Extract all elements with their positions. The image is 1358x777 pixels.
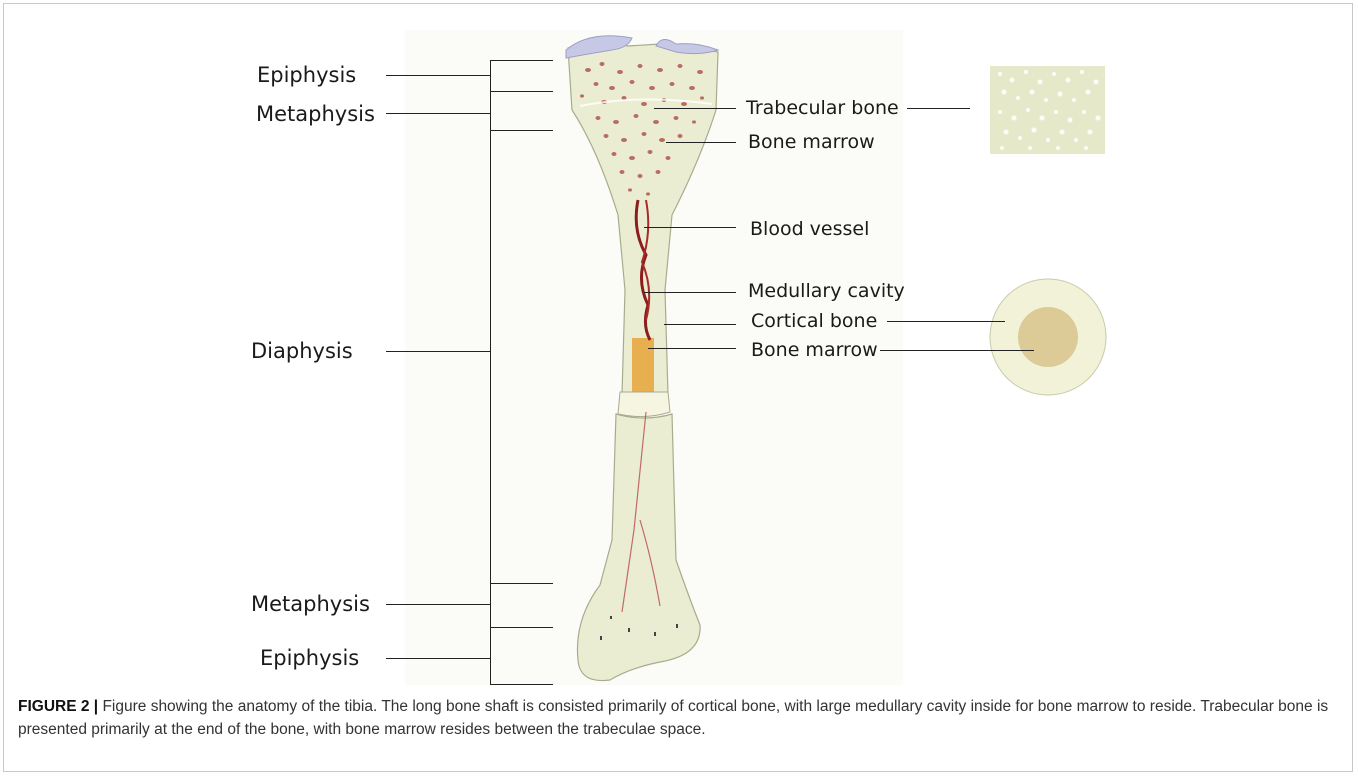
trabecular-texture-sample (990, 66, 1105, 154)
figure-caption: FIGURE 2 | Figure showing the anatomy of… (18, 695, 1336, 741)
label-epiphysis-top: Epiphysis (257, 65, 356, 86)
label-blood-vessel: Blood vessel (750, 220, 869, 239)
label-epiphysis-bottom: Epiphysis (260, 648, 359, 669)
label-metaphysis-top: Metaphysis (256, 104, 375, 125)
label-metaphysis-bottom: Metaphysis (251, 594, 370, 615)
label-diaphysis: Diaphysis (251, 341, 353, 362)
cross-section-marrow (1018, 307, 1078, 367)
cut-section (618, 392, 670, 417)
bone-marrow-fill (632, 338, 654, 392)
label-medullary-cavity: Medullary cavity (748, 282, 905, 301)
caption-text: Figure showing the anatomy of the tibia.… (18, 698, 1328, 738)
label-trabecular-bone: Trabecular bone (746, 99, 899, 118)
label-bone-marrow-mid: Bone marrow (751, 341, 878, 360)
label-bone-marrow-top: Bone marrow (748, 133, 875, 152)
figure-label: FIGURE 2 | (18, 698, 98, 715)
label-cortical-bone: Cortical bone (751, 312, 877, 331)
